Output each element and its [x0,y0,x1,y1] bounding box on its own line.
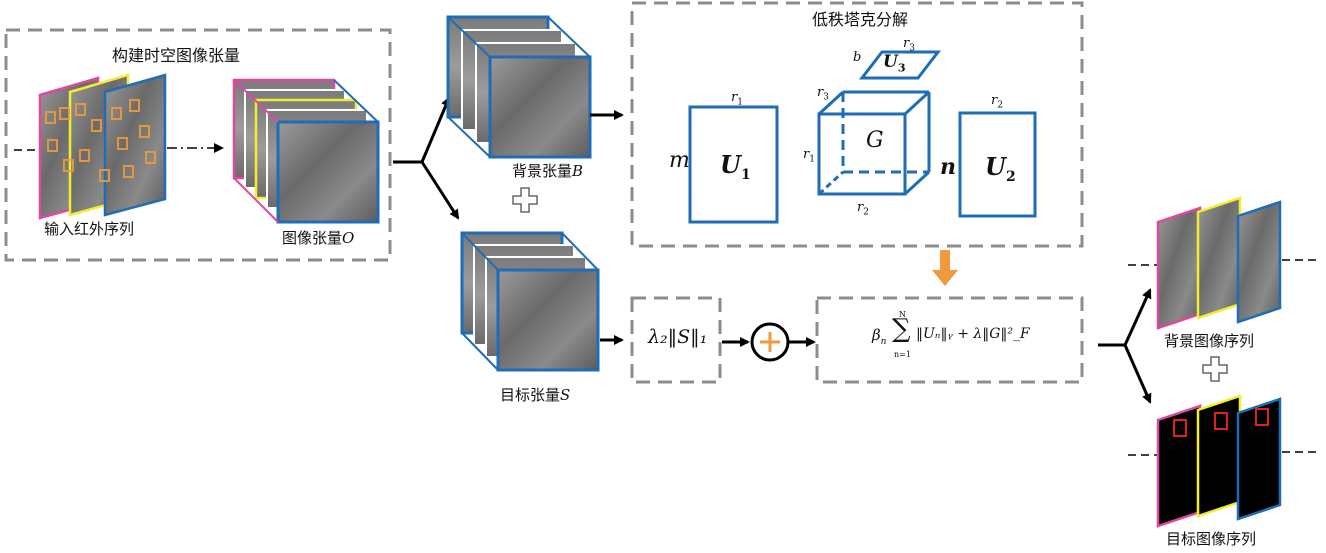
input-sequence-frames [14,73,224,220]
background-sequence-label: 背景图像序列 [1164,332,1255,350]
core-r1-r: r [803,147,810,162]
u1-rank-r: r [731,90,738,105]
u2-label: U2 [985,152,1016,185]
dim-n: n [940,154,956,180]
u1-rank-label: r1 [731,90,743,108]
target-tensor-stack [460,231,600,372]
u2-factor-box [958,111,1037,218]
beta-symbol: βn [872,326,886,347]
core-r2-sub: 2 [863,207,869,218]
core-rank-r1: r1 [803,147,815,165]
target-sequence-label: 目标图像序列 [1166,530,1257,548]
target-tensor-symbol: S [560,386,571,404]
sparse-term-box [630,296,722,384]
sum-plus-icon [760,332,780,352]
split-arrows [393,96,460,220]
plus-icon [512,187,538,213]
sum-symbol: ∑ [892,314,911,344]
output-split-arrows [1098,288,1152,404]
sum-upper-limit: N [899,310,906,319]
target-tensor-text: 目标张量 [500,386,561,404]
background-tensor-text: 背景张量 [512,162,573,180]
output-target-frames [1128,394,1318,528]
u1-sub: 1 [740,166,751,183]
background-tensor-label: 背景张量B [512,160,583,181]
u1-letter: U [720,150,741,179]
u3-rank-sub: 3 [909,43,915,54]
u2-rank-label: r2 [991,93,1003,111]
u1-rank-sub: 1 [737,97,743,108]
core-r3-sub: 3 [823,92,829,103]
dim-b: b [853,50,862,65]
sum-lower-limit: n=1 [894,350,911,359]
u3-letter: U [883,52,898,72]
beta-letter: β [872,326,881,344]
beta-sub: n [880,337,887,347]
tucker-title: 低秩塔克分解 [812,10,909,29]
input-sequence-label: 输入红外序列 [44,220,135,238]
core-r1-sub: 1 [809,154,815,165]
output-background-frames [1128,196,1318,330]
dim-m: m [669,148,690,173]
target-tensor-label: 目标张量S [500,384,570,405]
core-r3-r: r [817,85,824,100]
core-tensor-label: G [866,128,884,153]
sparse-term-formula: λ₂‖S‖₁ [648,326,708,348]
lowrank-body: ‖Uₙ‖ᵧ + λ‖G‖²_F [916,326,1030,342]
u2-rank-r: r [991,93,998,108]
image-tensor-stack [232,78,380,224]
u3-rank-label: r3 [903,36,915,54]
u2-rank-sub: 2 [997,100,1003,111]
core-tensor-cube [817,90,931,196]
lowrank-term-box [815,296,1084,384]
construct-box [4,28,392,262]
tucker-box [630,1,1084,248]
background-tensor-stack [446,15,592,159]
image-tensor-text: 图像张量 [282,229,343,247]
u2-sub: 2 [1005,168,1016,185]
image-tensor-label: 图像张量O [282,227,354,248]
u3-factor-plane [858,50,942,80]
core-r2-r: r [857,200,864,215]
core-rank-r2: r2 [857,200,869,218]
u3-sub: 3 [897,61,906,75]
output-plus-icon [1202,356,1228,382]
background-tensor-symbol: B [572,162,584,180]
orange-down-arrow [932,250,958,286]
image-tensor-symbol: O [342,229,355,247]
u3-label: U3 [883,52,905,74]
u1-factor-box [688,105,779,224]
u3-rank-r: r [903,36,910,51]
u1-label: U1 [720,150,751,183]
u2-letter: U [985,152,1006,181]
construct-title: 构建时空图像张量 [112,46,241,65]
core-rank-r3: r3 [817,85,829,103]
